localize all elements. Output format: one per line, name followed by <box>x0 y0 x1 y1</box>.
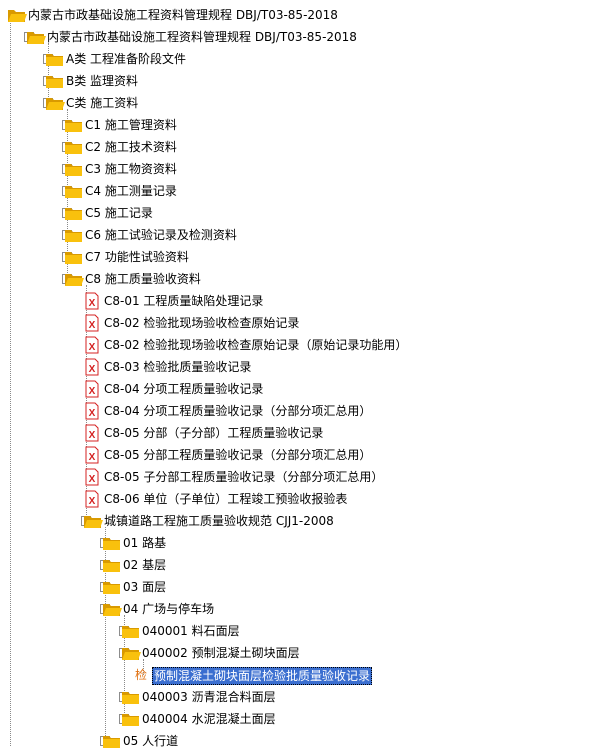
svg-text:X: X <box>89 452 96 463</box>
folder-icon <box>102 733 122 752</box>
tree-node-label[interactable]: C8-01 工程质量缺陷处理记录 <box>104 294 264 308</box>
tree-connector-vertical <box>143 659 144 675</box>
folder-icon <box>64 205 84 224</box>
tree-node-label[interactable]: C8-05 子分部工程质量验收记录（分部分项汇总用） <box>104 470 384 484</box>
excel-doc-icon: X <box>85 490 99 511</box>
folder-icon <box>64 139 84 158</box>
svg-text:X: X <box>89 408 96 419</box>
tree-node-label[interactable]: 内蒙古市政基础设施工程资料管理规程 DBJ/T03-85-2018 <box>47 30 357 44</box>
folder-icon <box>102 579 122 598</box>
tree-node-label[interactable]: C8-04 分项工程质量验收记录（分部分项汇总用） <box>104 404 372 418</box>
folder-icon <box>45 51 65 70</box>
svg-text:X: X <box>89 342 96 353</box>
folder-icon <box>45 73 65 92</box>
folder-icon <box>64 249 84 268</box>
folder-open-icon <box>64 271 84 290</box>
excel-doc-icon: X <box>85 314 99 335</box>
tree-node-label[interactable]: C5 施工记录 <box>85 206 153 220</box>
svg-text:X: X <box>89 474 96 485</box>
folder-icon <box>121 711 141 730</box>
tree-node-label[interactable]: 040004 水泥混凝土面层 <box>142 712 276 726</box>
svg-text:X: X <box>89 320 96 331</box>
tree-node-label[interactable]: C6 施工试验记录及检测资料 <box>85 228 237 242</box>
excel-doc-icon: X <box>85 468 99 489</box>
tree-node-label[interactable]: C8-02 检验批现场验收检查原始记录（原始记录功能用） <box>104 338 408 352</box>
tree-node-label[interactable]: C8-05 分部工程质量验收记录（分部分项汇总用） <box>104 448 372 462</box>
excel-doc-icon: X <box>85 336 99 357</box>
folder-icon <box>64 161 84 180</box>
excel-doc-icon: X <box>85 358 99 379</box>
folder-open-icon <box>102 601 122 620</box>
folder-icon <box>102 535 122 554</box>
folder-open-icon <box>7 7 27 26</box>
tree-node-label[interactable]: 040003 沥青混合料面层 <box>142 690 276 704</box>
folder-icon <box>64 227 84 246</box>
tree-node-label[interactable]: 03 面层 <box>123 580 167 594</box>
svg-text:X: X <box>89 364 96 375</box>
svg-text:X: X <box>89 496 96 507</box>
folder-open-icon <box>45 95 65 114</box>
folder-icon <box>102 557 122 576</box>
tree-node-label[interactable]: 02 基层 <box>123 558 167 572</box>
tree-connector-vertical <box>124 615 125 719</box>
tree-node-label[interactable]: C7 功能性试验资料 <box>85 250 189 264</box>
tree-node-label[interactable]: C8-03 检验批质量验收记录 <box>104 360 252 374</box>
tree-node-label[interactable]: 040001 料石面层 <box>142 624 240 638</box>
svg-text:X: X <box>89 430 96 441</box>
folder-open-icon <box>121 645 141 664</box>
svg-text:X: X <box>89 298 96 309</box>
excel-doc-icon: X <box>85 446 99 467</box>
excel-doc-icon: X <box>85 292 99 313</box>
tree-node-label[interactable]: C4 施工测量记录 <box>85 184 177 198</box>
tree-connector-vertical <box>105 527 106 746</box>
tree-connector-vertical <box>48 43 49 103</box>
tree-node-label[interactable]: A类 工程准备阶段文件 <box>66 52 187 66</box>
folder-icon <box>64 117 84 136</box>
svg-text:X: X <box>89 386 96 397</box>
tree-node-label[interactable]: 040002 预制混凝土砌块面层 <box>142 646 300 660</box>
tree-node-label[interactable]: 内蒙古市政基础设施工程资料管理规程 DBJ/T03-85-2018 <box>28 8 338 22</box>
tree-node-label[interactable]: C8 施工质量验收资料 <box>85 272 201 286</box>
folder-open-icon <box>83 513 103 532</box>
excel-doc-icon: X <box>85 380 99 401</box>
folder-open-icon <box>26 29 46 48</box>
tree-node-label[interactable]: C1 施工管理资料 <box>85 118 177 132</box>
tree-node-prefix: 检 <box>135 668 148 682</box>
tree-node-label[interactable]: B类 监理资料 <box>66 74 139 88</box>
excel-doc-icon: X <box>85 424 99 445</box>
tree-node-label[interactable]: 05 人行道 <box>123 734 179 748</box>
tree-connector-vertical <box>10 21 11 746</box>
tree-node-label-selected[interactable]: 预制混凝土砌块面层检验批质量验收记录 <box>152 667 373 685</box>
tree-node-label[interactable]: 01 路基 <box>123 536 167 550</box>
folder-icon <box>121 623 141 642</box>
excel-doc-icon: X <box>85 402 99 423</box>
tree-node-label[interactable]: C8-05 分部（子分部）工程质量验收记录 <box>104 426 324 440</box>
folder-icon <box>121 689 141 708</box>
tree-node-label[interactable]: C2 施工技术资料 <box>85 140 177 154</box>
tree-node-label[interactable]: C类 施工资料 <box>66 96 139 110</box>
tree-node-label[interactable]: 04 广场与停车场 <box>123 602 215 616</box>
tree-node-label[interactable]: 城镇道路工程施工质量验收规范 CJJ1-2008 <box>104 514 334 528</box>
folder-icon <box>64 183 84 202</box>
tree-node-label[interactable]: C3 施工物资资料 <box>85 162 177 176</box>
tree-node-label[interactable]: C8-06 单位（子单位）工程竣工预验收报验表 <box>104 492 348 506</box>
tree-node-label[interactable]: C8-02 检验批现场验收检查原始记录 <box>104 316 300 330</box>
tree-node-label[interactable]: C8-04 分项工程质量验收记录 <box>104 382 264 396</box>
